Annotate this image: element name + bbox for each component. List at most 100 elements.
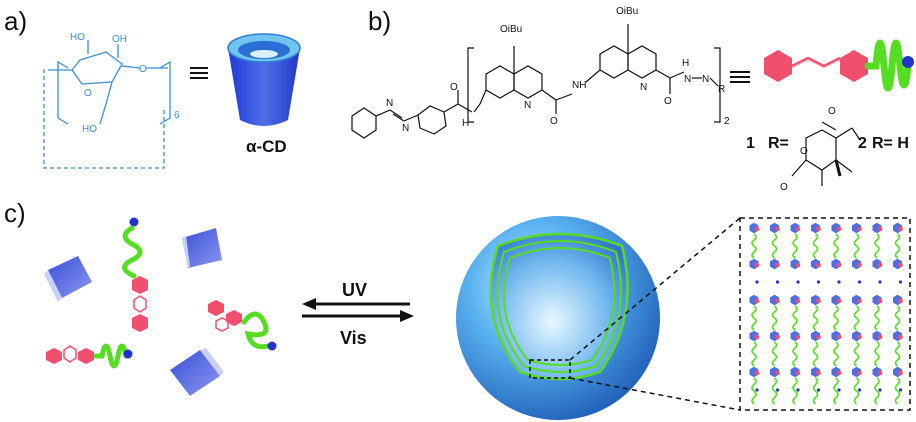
membrane-helix bbox=[833, 233, 839, 259]
panel-c: c) bbox=[4, 198, 911, 420]
atom-o-camph-1: O bbox=[828, 106, 836, 117]
membrane-azo-unit bbox=[754, 370, 760, 376]
compound-1-r-label: R= bbox=[768, 135, 789, 152]
membrane-helix bbox=[894, 377, 901, 405]
atom-o-amide-2: O bbox=[550, 116, 558, 127]
repeat-subscript-6: 6 bbox=[174, 110, 180, 121]
atom-o-hydrazide: O bbox=[664, 96, 672, 107]
membrane-azo-unit bbox=[877, 334, 883, 340]
atom-ho-top: HO bbox=[70, 32, 85, 43]
membrane-helix bbox=[751, 233, 757, 259]
membrane-helix bbox=[853, 341, 860, 367]
membrane-helix bbox=[874, 233, 880, 259]
panel-a: a) HO OH O O HO 6 bbox=[4, 6, 301, 169]
membrane-azo-unit bbox=[816, 334, 821, 340]
vesicle-sphere-icon bbox=[456, 216, 660, 420]
membrane-azo-unit bbox=[775, 298, 780, 304]
membrane-helix bbox=[792, 341, 798, 367]
free-foldamer-icon bbox=[46, 343, 133, 369]
equivalence-sign-a bbox=[190, 67, 208, 79]
membrane-azo-unit bbox=[816, 370, 821, 376]
membrane-helix bbox=[792, 377, 798, 405]
atom-n-azo-2: N bbox=[402, 123, 409, 134]
membrane-azo-unit bbox=[836, 298, 842, 304]
atom-nh-amide: NH bbox=[572, 80, 586, 91]
foldamer-cartoon-icon bbox=[764, 39, 914, 92]
zoom-box bbox=[739, 217, 911, 411]
atom-o-bridge: O bbox=[139, 64, 147, 75]
membrane-helix bbox=[853, 305, 860, 331]
uv-label: UV bbox=[342, 280, 367, 300]
panel-c-label: c) bbox=[4, 198, 26, 228]
membrane-endcap bbox=[755, 280, 759, 284]
membrane-endcap bbox=[775, 388, 780, 392]
membrane-endcap bbox=[857, 388, 862, 392]
membrane-azo-unit bbox=[857, 334, 862, 340]
membrane-helix bbox=[874, 377, 880, 405]
panel-a-label: a) bbox=[4, 6, 27, 36]
membrane-azo-unit bbox=[754, 298, 760, 304]
atom-n-q2: N bbox=[640, 82, 647, 93]
panel-b: b) N N O H 2 OiBu bbox=[351, 6, 914, 193]
membrane-helix bbox=[751, 341, 757, 367]
membrane-endcap bbox=[816, 280, 821, 284]
atom-n-q1: N bbox=[524, 100, 531, 111]
membrane-endcap bbox=[898, 280, 903, 284]
zoom-line bbox=[569, 217, 741, 361]
membrane-azo-unit bbox=[816, 226, 821, 232]
compound-2-r-label: R= H bbox=[872, 135, 909, 152]
cyclodextrin-piece-icon bbox=[182, 228, 222, 268]
membrane-helix bbox=[833, 341, 839, 367]
foldamer-chemical-structure: N N O H 2 OiBu N O NH bbox=[351, 6, 730, 139]
free-foldamer-icon bbox=[208, 300, 277, 351]
membrane-azo-unit bbox=[836, 334, 842, 340]
cyclodextrin-piece-icon bbox=[44, 256, 92, 302]
atom-o-camph-2: O bbox=[780, 182, 788, 193]
atom-o-camph-3: O bbox=[800, 146, 808, 157]
alpha-cd-cone-icon bbox=[227, 33, 301, 126]
membrane-helix bbox=[792, 305, 798, 331]
membrane-helix bbox=[874, 305, 880, 331]
atom-ho-bottom: HO bbox=[82, 124, 97, 135]
membrane-helix bbox=[833, 305, 839, 331]
membrane-helix bbox=[812, 341, 819, 367]
atom-n-hydrazide-1: N bbox=[684, 74, 691, 85]
membrane-endcap bbox=[755, 388, 759, 392]
membrane-azo-unit bbox=[898, 334, 903, 340]
atom-n-azo-1: N bbox=[386, 98, 393, 109]
membrane-endcap bbox=[878, 280, 882, 284]
membrane-azo-unit bbox=[795, 226, 801, 232]
atom-oh-top: OH bbox=[112, 34, 127, 45]
atom-oibu-2: OiBu bbox=[616, 6, 638, 17]
membrane-azo-unit bbox=[898, 226, 903, 232]
membrane-endcap bbox=[796, 280, 800, 284]
membrane-endcap bbox=[796, 388, 800, 392]
membrane-azo-unit bbox=[795, 370, 801, 376]
membrane-azo-unit bbox=[754, 334, 760, 340]
atom-h-amide: H bbox=[462, 118, 469, 129]
membrane-helix bbox=[771, 341, 778, 367]
repeat-subscript-2: 2 bbox=[724, 116, 730, 127]
membrane-azo-unit bbox=[795, 298, 801, 304]
membrane-helix bbox=[894, 233, 901, 259]
panel-b-label: b) bbox=[368, 6, 391, 36]
membrane-helix bbox=[894, 341, 901, 367]
membrane-helix bbox=[751, 377, 757, 405]
membrane-azo-unit bbox=[775, 262, 780, 268]
membrane-azo-unit bbox=[877, 370, 883, 376]
free-foldamer-icon bbox=[122, 217, 148, 332]
camphanoyl-structure: O O O bbox=[780, 106, 861, 193]
atom-n-hydrazide-2: N bbox=[702, 74, 709, 85]
membrane-endcap bbox=[775, 280, 780, 284]
atom-h-hydrazide: H bbox=[682, 58, 689, 69]
membrane-helix bbox=[751, 305, 757, 331]
membrane-helix bbox=[812, 233, 819, 259]
vis-label: Vis bbox=[340, 328, 367, 348]
membrane-azo-unit bbox=[775, 226, 780, 232]
membrane-helix bbox=[853, 377, 860, 405]
atom-o-ring: O bbox=[84, 88, 92, 99]
membrane-azo-unit bbox=[775, 370, 780, 376]
membrane-endcap bbox=[837, 388, 841, 392]
membrane-helix bbox=[833, 377, 839, 405]
